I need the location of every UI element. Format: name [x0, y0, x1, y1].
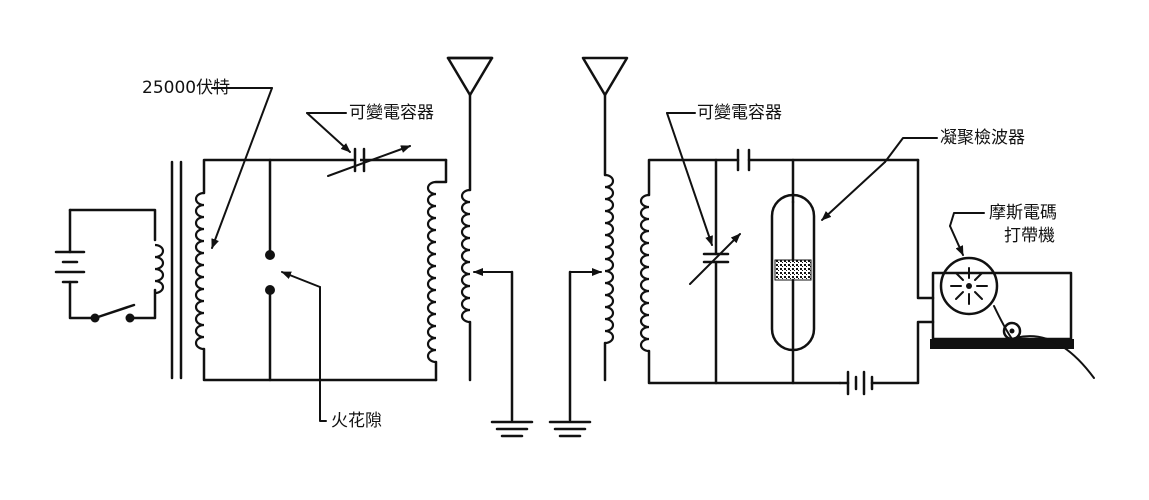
leader-morse: [949, 212, 985, 256]
morse-printer-label-line2: 打帶機: [1004, 226, 1055, 246]
variable-capacitor-tx-icon: [327, 145, 411, 177]
fixed-capacitor-icon: [736, 148, 920, 172]
leader-coherer: [821, 137, 938, 221]
transformer-core: [170, 160, 183, 380]
coherer-icon: [770, 158, 816, 385]
leader-voltage: [211, 87, 273, 249]
leader-spark-gap: [281, 271, 327, 422]
voltage-label: 25000伏特: [142, 78, 231, 98]
key-switch-icon: [90, 303, 136, 323]
rx-tank-coil-icon: [639, 158, 842, 385]
coherer-label: 凝聚檢波器: [940, 128, 1025, 148]
variable-capacitor-rx-label: 可變電容器: [697, 103, 782, 123]
primary-coil-icon: [154, 243, 165, 295]
rx-battery-icon: [838, 320, 935, 396]
leader-vc2: [666, 112, 713, 246]
battery-circuit: [54, 208, 165, 323]
spark-gap-label: 火花隙: [331, 411, 382, 431]
rx-antenna-icon: [568, 56, 629, 422]
secondary-coil-icon: [194, 158, 448, 382]
battery-icon: [54, 250, 86, 284]
spark-gap-icon: [265, 158, 275, 382]
tx-antenna-icon: [446, 56, 514, 422]
variable-capacitor-tx-label: 可變電容器: [349, 103, 434, 123]
tx-ground-icon: [490, 420, 534, 438]
morse-printer-label-line1: 摩斯電碼: [989, 203, 1057, 223]
tx-tank-coil-icon: [426, 158, 448, 382]
variable-capacitor-rx-icon: [689, 158, 741, 385]
rx-ground-icon: [548, 420, 592, 438]
morse-printer-icon: [930, 256, 1095, 379]
coherer-wire: [916, 158, 935, 300]
leader-vc1: [306, 112, 351, 153]
